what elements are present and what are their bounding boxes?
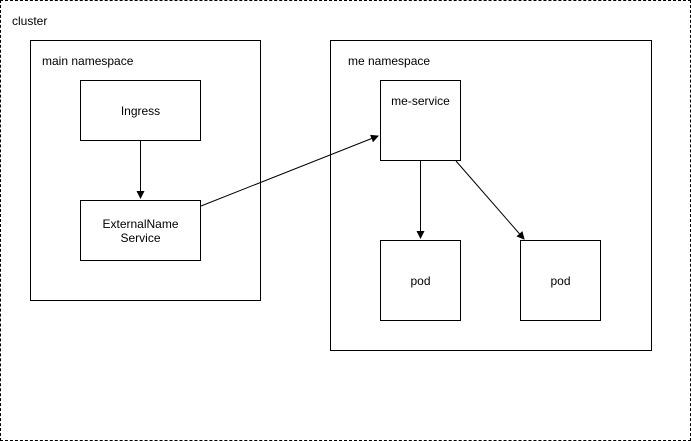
external-name-service-label: ExternalName Service bbox=[102, 216, 179, 245]
pod-label-1: pod bbox=[410, 273, 431, 288]
cluster-label: cluster bbox=[12, 14, 48, 28]
pod-node-1[interactable]: pod bbox=[380, 240, 461, 321]
pod-label-2: pod bbox=[550, 273, 571, 288]
ingress-node[interactable]: Ingress bbox=[80, 80, 201, 141]
me-service-label: me-service bbox=[391, 93, 450, 108]
ingress-label: Ingress bbox=[120, 103, 161, 118]
pod-node-2[interactable]: pod bbox=[520, 240, 601, 321]
me-namespace-label: me namespace bbox=[348, 54, 431, 68]
main-namespace-label: main namespace bbox=[42, 54, 134, 68]
me-service-node[interactable]: me-service bbox=[380, 80, 461, 161]
me-namespace-container bbox=[330, 40, 652, 351]
external-name-service-node[interactable]: ExternalName Service bbox=[80, 200, 201, 261]
